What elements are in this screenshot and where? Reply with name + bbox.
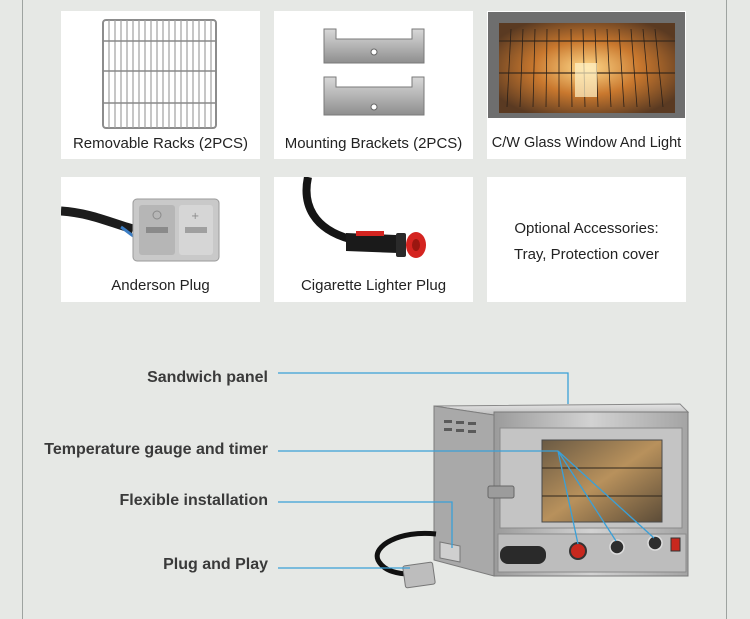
timer-knob-icon [609,539,625,555]
accessory-label: Anderson Plug [111,277,210,294]
power-switch-icon [670,537,681,552]
label-flexible-installation: Flexible installation [119,492,268,509]
optional-items: Tray, Protection cover [513,246,660,263]
anderson-plug-image: + [61,198,220,262]
label-temperature-gauge: Temperature gauge and timer [44,441,268,458]
mounting-bracket-image [323,28,425,116]
oven-window [541,439,663,523]
card-cigarette-plug: Cigarette Lighter Plug [274,177,473,302]
vent-grille [500,546,546,564]
card-anderson-plug: + Anderson Plug [61,177,260,302]
card-optional-accessories: Optional Accessories: Tray, Protection c… [487,177,686,302]
svg-text:+: + [191,211,199,222]
accessory-label: Removable Racks (2PCS) [72,135,249,152]
callout-installation [278,501,453,548]
accessory-label: Cigarette Lighter Plug [300,277,447,294]
wire-rack-image [102,19,217,129]
card-glass-window: C/W Glass Window And Light [487,11,686,159]
page-border-right [726,0,727,619]
side-bracket [439,541,461,563]
anderson-plug-icon [402,561,436,589]
label-plug-and-play: Plug and Play [163,556,268,573]
function-knob-icon [647,535,663,551]
label-sandwich-panel: Sandwich panel [147,369,268,386]
page-border-left [22,0,23,619]
temperature-knob-icon [569,542,587,560]
door-latch [487,485,515,499]
card-removable-racks: Removable Racks (2PCS) [61,11,260,159]
accessory-label: C/W Glass Window And Light [491,135,682,151]
card-mounting-brackets: Mounting Brackets (2PCS) [274,11,473,159]
cigarette-lighter-plug-image [302,177,426,258]
accessory-label: Mounting Brackets (2PCS) [284,135,463,152]
callout-sandwich-panel [278,372,569,404]
power-cable [374,530,437,577]
optional-title: Optional Accessories: [514,220,659,237]
oven-interior-image [488,12,685,118]
